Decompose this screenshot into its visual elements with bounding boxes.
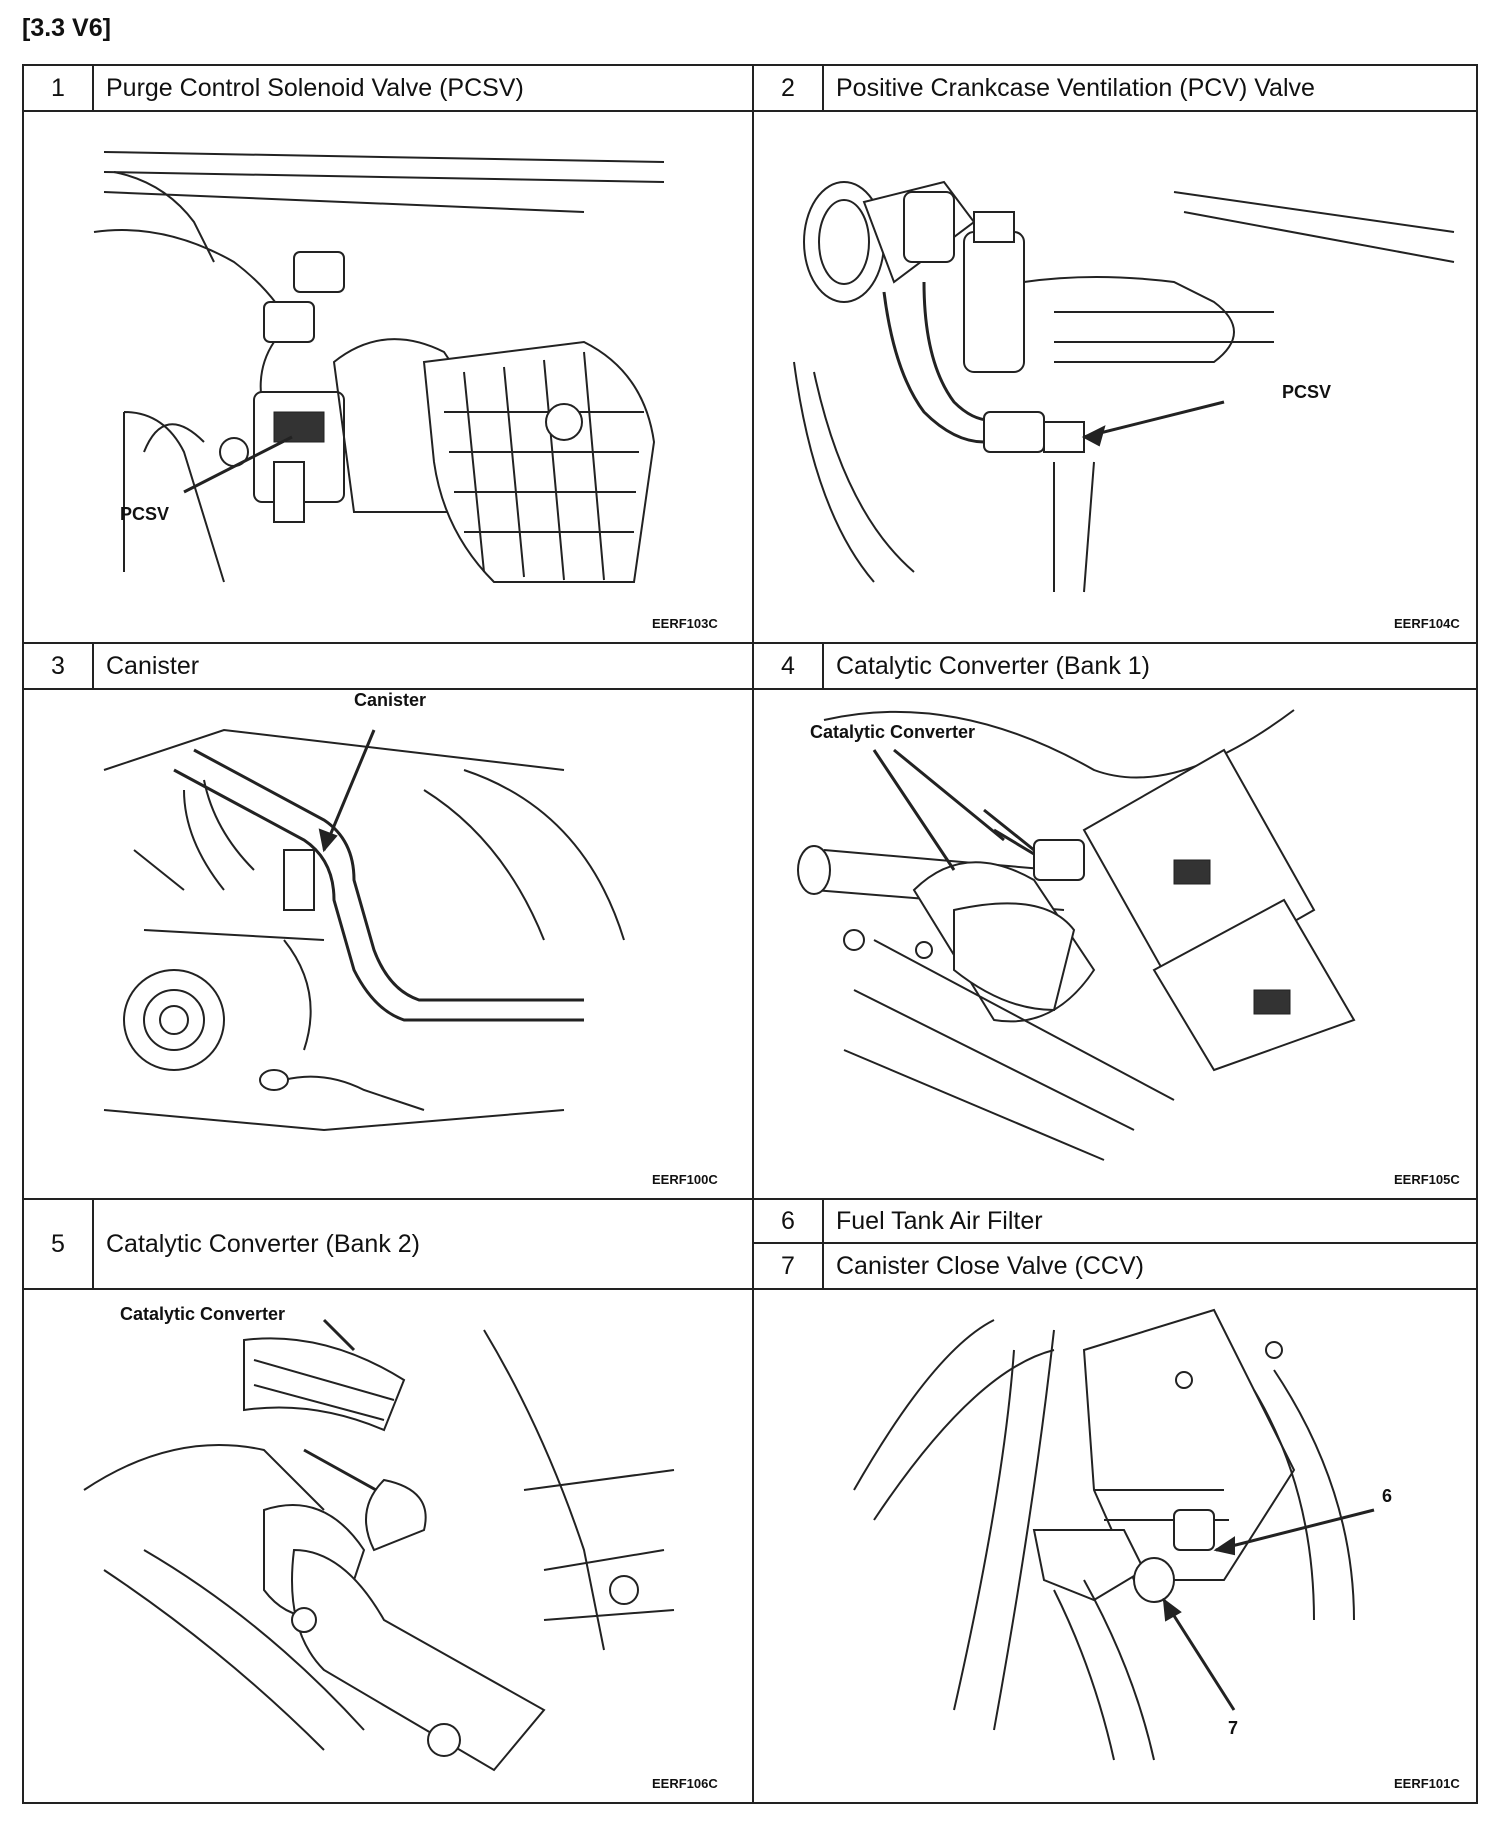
component-location-table: 1 Purge Control Solenoid Valve (PCSV) 2 … bbox=[22, 64, 1478, 1804]
figure-code: EERF104C bbox=[1394, 616, 1460, 631]
item-number: 7 bbox=[754, 1244, 824, 1288]
panel-2-illustration: PCSV EERF104C bbox=[754, 112, 1476, 642]
item-label: Canister bbox=[106, 651, 200, 680]
item-label: Catalytic Converter (Bank 1) bbox=[836, 651, 1151, 680]
header-4: 4 Catalytic Converter (Bank 1) bbox=[754, 644, 1476, 690]
item-number: 1 bbox=[24, 66, 94, 110]
pcsv-callout: PCSV bbox=[1282, 382, 1332, 402]
figure-code: EERF101C bbox=[1394, 1776, 1460, 1791]
item-label: Positive Crankcase Ventilation (PCV) Val… bbox=[836, 73, 1315, 102]
header-1: 1 Purge Control Solenoid Valve (PCSV) bbox=[24, 66, 752, 112]
header-5: 5 Catalytic Converter (Bank 2) bbox=[24, 1200, 752, 1290]
item-number: 2 bbox=[754, 66, 824, 110]
pcsv-callout: PCSV bbox=[120, 504, 170, 524]
item-number: 3 bbox=[24, 644, 94, 688]
panel-4-illustration: Catalytic Converter EERF105C bbox=[754, 690, 1476, 1198]
callout-6: 6 bbox=[1382, 1486, 1393, 1506]
item-label: Catalytic Converter (Bank 2) bbox=[106, 1229, 421, 1258]
figure-code: EERF103C bbox=[652, 616, 718, 631]
figure-code: EERF105C bbox=[1394, 1172, 1460, 1187]
catalytic-converter-callout: Catalytic Converter bbox=[810, 722, 976, 742]
figure-code: EERF106C bbox=[652, 1776, 718, 1791]
item-number: 6 bbox=[754, 1200, 824, 1242]
header-3: 3 Canister bbox=[24, 644, 752, 690]
item-label: Purge Control Solenoid Valve (PCSV) bbox=[106, 73, 524, 102]
item-label: Canister Close Valve (CCV) bbox=[836, 1251, 1144, 1280]
panel-3-illustration: Canister EERF100C bbox=[24, 690, 752, 1198]
item-label: Fuel Tank Air Filter bbox=[836, 1206, 1043, 1235]
catalytic-converter-callout: Catalytic Converter bbox=[120, 1304, 286, 1324]
header-7: 7 Canister Close Valve (CCV) bbox=[754, 1244, 1476, 1290]
panel-1-illustration: PCSV EERF103C bbox=[24, 112, 752, 642]
header-2: 2 Positive Crankcase Ventilation (PCV) V… bbox=[754, 66, 1476, 112]
document-title: [3.3 V6] bbox=[22, 14, 111, 42]
header-6: 6 Fuel Tank Air Filter bbox=[754, 1200, 1476, 1244]
item-number: 4 bbox=[754, 644, 824, 688]
item-number: 5 bbox=[24, 1200, 94, 1288]
panel-7-illustration: 6 7 EERF101C bbox=[754, 1290, 1476, 1802]
figure-code: EERF100C bbox=[652, 1172, 718, 1187]
canister-callout: Canister bbox=[354, 690, 427, 710]
callout-7: 7 bbox=[1228, 1718, 1239, 1738]
panel-5-illustration: Catalytic Converter EERF106C bbox=[24, 1290, 752, 1802]
